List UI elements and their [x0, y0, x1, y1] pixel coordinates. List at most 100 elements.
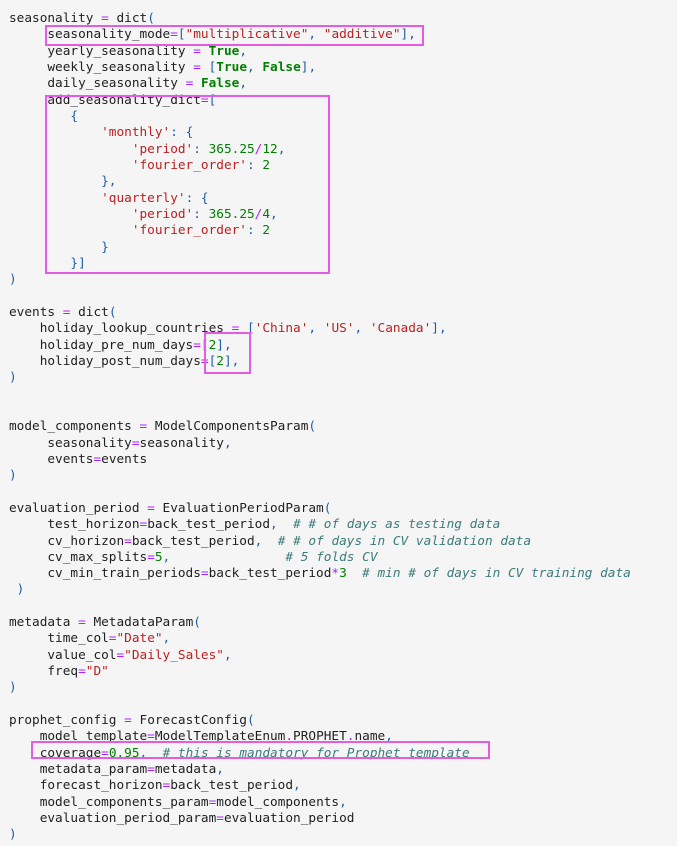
- code-token: [147, 746, 162, 761]
- code-token: [193, 76, 201, 91]
- code-token: (: [247, 713, 255, 729]
- code-line: model_components_param=model_components,: [9, 795, 631, 811]
- code-token: dict: [108, 11, 148, 26]
- code-line: 'period': 365.25/12,: [9, 142, 631, 158]
- code-token: 'fourier_order': [131, 223, 247, 239]
- code-line: [9, 403, 631, 419]
- code-token: [170, 550, 285, 565]
- code-token: back_test_period: [170, 778, 294, 794]
- code-line: [9, 289, 631, 305]
- code-token: =: [193, 43, 201, 59]
- code-line: }]: [9, 256, 631, 272]
- code-token: 'Canada': [369, 321, 432, 337]
- code-line: 'quarterly': {: [9, 191, 631, 207]
- code-token: metadata: [9, 615, 79, 631]
- code-token: model_components: [216, 794, 340, 810]
- code-token: 0.95: [108, 745, 140, 761]
- code-token: [201, 60, 209, 75]
- code-token: name: [354, 729, 386, 745]
- code-token: =: [93, 451, 102, 467]
- code-token: coverage: [9, 745, 102, 761]
- code-token: : {: [170, 125, 194, 141]
- code-token: ForecastConfig: [131, 713, 247, 729]
- code-token: ,: [223, 435, 232, 451]
- code-token: =: [108, 631, 117, 647]
- code-line: },: [9, 174, 631, 190]
- code-token: },: [9, 174, 117, 190]
- code-token: ,: [216, 762, 224, 778]
- code-token: ,: [354, 321, 370, 337]
- code-token: (: [147, 11, 155, 26]
- code-token: ],: [223, 353, 240, 369]
- code-token: =: [185, 76, 194, 92]
- code-token: # # of days as testing data: [293, 517, 501, 533]
- code-token: [201, 44, 209, 59]
- code-token: ,: [308, 321, 324, 337]
- code-token: ],: [216, 337, 232, 353]
- code-token: "D": [85, 664, 109, 680]
- code-token: /: [254, 206, 263, 222]
- code-line: prophet_config = ForecastConfig(: [9, 713, 631, 729]
- code-token: cv_max_splits: [9, 549, 148, 565]
- code-token: holiday_pre_num_days: [9, 337, 194, 353]
- code-token: "additive": [323, 27, 401, 43]
- code-token: [: [246, 321, 255, 337]
- code-token: =: [200, 353, 209, 369]
- code-token: ,: [254, 533, 263, 549]
- code-line: events=events: [9, 452, 631, 468]
- code-token: dict: [70, 304, 109, 320]
- code-token: 365.25: [208, 141, 255, 157]
- code-token: forecast_horizon: [9, 778, 163, 794]
- code-line: events = dict(: [9, 305, 631, 321]
- code-token: evaluation_period: [9, 500, 148, 516]
- code-token: ,: [162, 549, 171, 565]
- code-token: ,: [270, 206, 278, 222]
- code-line: {: [9, 109, 631, 125]
- code-token: ,: [139, 745, 148, 761]
- code-token: "multiplicative": [185, 27, 309, 43]
- code-line: metadata_param=metadata,: [9, 762, 631, 778]
- code-token: MetadataParam: [85, 615, 194, 631]
- code-token: =: [147, 549, 155, 565]
- code-token: }]: [9, 255, 86, 271]
- code-line: evaluation_period_param=evaluation_perio…: [9, 811, 631, 827]
- code-line: 'fourier_order': 2: [9, 158, 631, 174]
- code-token: events: [9, 304, 63, 320]
- code-line: value_col="Daily_Sales",: [9, 648, 631, 664]
- code-token: 12: [262, 141, 278, 157]
- code-line: weekly_seasonality = [True, False],: [9, 60, 631, 76]
- code-token: ],: [400, 27, 416, 43]
- code-token: =: [78, 664, 86, 680]
- code-token: .: [285, 729, 294, 745]
- code-token: [: [208, 92, 217, 108]
- code-token: 'quarterly': [101, 190, 186, 206]
- code-token: ,: [239, 43, 248, 59]
- code-token: EvaluationPeriodParam: [154, 500, 324, 516]
- code-token: =: [101, 745, 109, 761]
- code-token: =: [147, 762, 155, 778]
- code-token: seasonality: [9, 11, 102, 26]
- code-line: add_seasonality_dict=[: [9, 93, 631, 109]
- code-token: evaluation_period_param: [9, 811, 217, 827]
- code-token: holiday_lookup_countries: [9, 321, 232, 337]
- code-token: cv_min_train_periods: [9, 566, 201, 582]
- code-token: =: [124, 713, 132, 729]
- code-token: [: [200, 337, 209, 353]
- code-line: [9, 697, 631, 713]
- code-token: ): [9, 468, 17, 484]
- code-token: :: [193, 206, 209, 222]
- code-token: weekly_seasonality: [9, 59, 194, 75]
- code-token: =: [200, 566, 209, 582]
- code-line: ): [9, 468, 631, 484]
- code-token: (: [193, 615, 201, 631]
- code-line: }: [9, 240, 631, 256]
- code-line: seasonality_mode=["multiplicative", "add…: [9, 27, 631, 43]
- code-token: seasonality: [139, 435, 224, 451]
- code-line: [9, 599, 631, 615]
- code-token: # min # of days in CV training data: [362, 566, 631, 582]
- code-token: ModelComponentsParam: [147, 419, 309, 435]
- code-line: test_horizon=back_test_period, # # of da…: [9, 517, 631, 533]
- code-line: 'fourier_order': 2: [9, 223, 631, 239]
- code-token: 'period': [131, 206, 194, 222]
- code-token: holiday_post_num_days: [9, 353, 201, 369]
